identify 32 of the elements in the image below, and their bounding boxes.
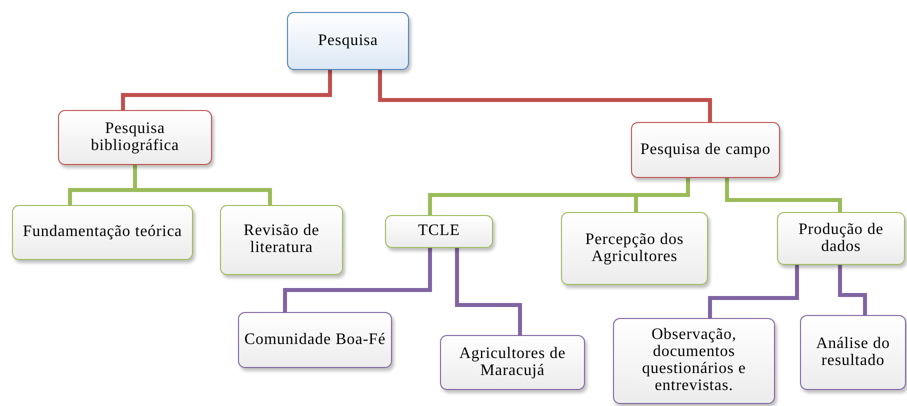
connector-line — [725, 178, 842, 212]
connector-line — [283, 248, 432, 312]
node-box — [631, 122, 780, 178]
node-box — [440, 335, 585, 390]
node-label: Percepção dos Agricultores — [584, 232, 685, 266]
connector-line — [121, 70, 332, 110]
node-label: Fundamentação teórica — [22, 224, 182, 241]
node-box — [220, 205, 343, 275]
node-label: Revisão de literatura — [242, 223, 320, 257]
connector-line — [378, 70, 712, 122]
node-label: Observação, documentos questionários e entrevistas. — [641, 327, 747, 395]
node-label: Análise do resultado — [815, 336, 891, 370]
connector-line — [838, 265, 867, 315]
node-box — [58, 110, 212, 165]
node-label: Pesquisa — [318, 32, 378, 50]
node-box — [800, 315, 906, 390]
node-label: Comunidade Boa-Fé — [244, 332, 386, 348]
node-label: Pesquisa de campo — [640, 142, 771, 158]
connector-line — [708, 265, 799, 318]
node-box — [777, 212, 905, 265]
node-label: TCLE — [418, 223, 460, 240]
node-box — [613, 318, 775, 404]
node-label: Agricultores de Maracujá — [458, 346, 567, 380]
node-box — [287, 12, 409, 70]
connector-line — [634, 178, 690, 212]
node-box — [561, 212, 708, 285]
node-label: Pesquisa bibliográfica — [90, 120, 180, 154]
node-box — [385, 215, 493, 248]
node-box — [238, 312, 392, 368]
connector-line — [455, 248, 522, 335]
node-box — [12, 205, 193, 260]
node-label: Produção de dados — [797, 222, 885, 256]
